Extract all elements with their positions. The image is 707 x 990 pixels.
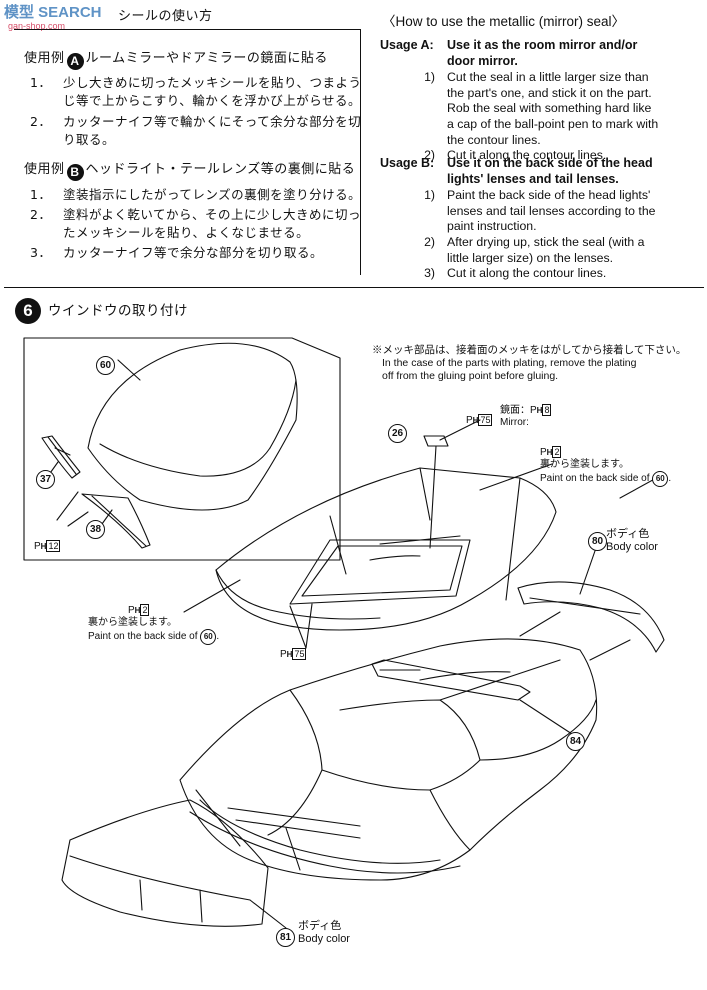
letter-b-badge: B [66, 163, 84, 181]
usage-b-step-2: 2． 塗料がよく乾いてから、その上に少し大きめに切ったメッキシールを貼り、よくな… [30, 207, 362, 240]
seal-usage-title-jp: シールの使い方 [118, 9, 213, 24]
usage-b-steps-jp: 1． 塗装指示にしたがってレンズの裏側を塗り分ける。 2． 塗料がよく乾いてから… [30, 186, 361, 262]
left-title-rule [14, 29, 360, 30]
usage-b-en-step-1: 1) Paint the back side of the head light… [424, 188, 656, 234]
usage-b-en-step-3: 3) Cut it along the contour lines. [424, 266, 607, 281]
part-81-label: 81 [276, 928, 295, 947]
watermark-logo: 模型 SEARCH [4, 4, 102, 21]
car-body [179, 638, 598, 881]
windshield-60 [87, 342, 298, 511]
usage-a-step-1: 1． 少し大きめに切ったメッキシールを貼り、つまようじ等で上からこすり、輪かくを… [30, 75, 362, 108]
part-60-label: 60 [96, 356, 115, 375]
letter-a-badge: A [66, 52, 84, 70]
part-26-label: 26 [388, 424, 407, 443]
side-glass-37 [41, 435, 81, 479]
body-color-81-label: ボディ色 Body color [298, 920, 350, 945]
usage-b-step-1: 1． 塗装指示にしたがってレンズの裏側を塗り分ける。 [30, 187, 362, 202]
watermark-url: gan-shop.com [8, 21, 66, 31]
seal-usage-title-en: 〈How to use the metallic (mirror) seal〉 [382, 14, 626, 29]
part-37-label: 37 [36, 470, 55, 489]
step-number-badge: 6 [15, 298, 41, 324]
usage-a-en: Usage A: Use it as the room mirror and/o… [380, 38, 696, 164]
bar-84 [371, 659, 531, 701]
part-38-label: 38 [86, 520, 105, 539]
part-84-label: 84 [566, 732, 585, 751]
column-divider [360, 29, 361, 275]
usage-a-step-2: 2． カッターナイフ等で輪かくにそって余分な部分を切り取る。 [30, 114, 362, 147]
usage-a-en-step-1: 1) Cut the seal in a little larger size … [424, 70, 659, 147]
step-title: ウインドウの取り付け [48, 303, 188, 319]
rear-panel-80 [517, 581, 665, 653]
usage-b-en-step-2: 2) After drying up, stick the seal (with… [424, 234, 645, 265]
usage-a-steps-jp: 1． 少し大きめに切ったメッキシールを貼り、つまようじ等で上からこすり、輪かくを… [30, 74, 362, 149]
part-80-label: 80 [588, 532, 607, 551]
usage-b-en: Usage B: Use it on the back side of the … [380, 156, 696, 282]
front-bumper-81 [61, 799, 269, 927]
window-glass-tub [215, 467, 557, 631]
body-color-80-label: ボディ色 Body color [606, 528, 658, 553]
usage-b-step-3: 3． カッターナイフ等で余分な部分を切り取る。 [30, 245, 324, 260]
section-divider [4, 287, 704, 288]
side-glass-38 [81, 493, 151, 549]
usage-a-en-step-2: 2) Cut it along the contour lines. [424, 148, 607, 163]
plating-note: ※メッキ部品は、接着面のメッキをはがしてから接着して下さい。 In the ca… [372, 344, 687, 382]
inset-frame [23, 337, 341, 561]
mirror-26 [423, 435, 449, 447]
